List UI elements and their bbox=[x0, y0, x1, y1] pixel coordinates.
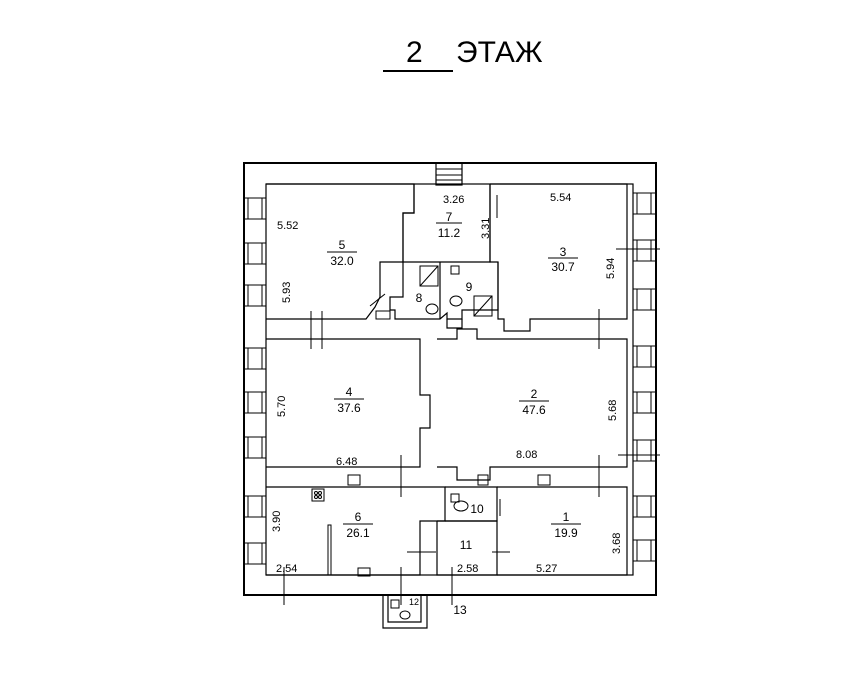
dimension-labels: 5.52 5.93 3.26 3.31 5.54 5.94 5.70 6.48 … bbox=[271, 192, 623, 575]
toilet-icon bbox=[425, 303, 439, 315]
room-1-label: 1 19.9 bbox=[551, 510, 581, 540]
dim-r2-width: 8.08 bbox=[516, 449, 537, 461]
room-3-label: 3 30.7 bbox=[548, 245, 578, 274]
dimension-lines bbox=[283, 195, 660, 605]
room-2-label: 2 47.6 bbox=[519, 387, 549, 417]
svg-text:19.9: 19.9 bbox=[554, 526, 578, 540]
room-5-label: 5 32.0 bbox=[327, 238, 357, 268]
dim-r6-width: 2.54 bbox=[276, 563, 297, 575]
toilet-icon bbox=[449, 295, 463, 307]
svg-text:3: 3 bbox=[560, 245, 567, 259]
dim-r7-height: 3.31 bbox=[480, 218, 492, 239]
dim-r5-width: 5.52 bbox=[277, 220, 298, 232]
svg-text:32.0: 32.0 bbox=[330, 254, 354, 268]
dim-r3-width: 5.54 bbox=[550, 192, 571, 204]
dim-r2-height: 5.68 bbox=[607, 400, 619, 421]
svg-text:7: 7 bbox=[446, 210, 453, 224]
svg-text:2: 2 bbox=[531, 387, 538, 401]
dim-r6-height: 3.90 bbox=[271, 511, 283, 532]
room-4-label: 4 37.6 bbox=[334, 385, 364, 415]
stove-icon bbox=[311, 488, 325, 502]
sink-icon bbox=[477, 474, 489, 486]
dim-r1-height: 3.68 bbox=[611, 533, 623, 554]
dim-r11-width: 2.58 bbox=[457, 563, 478, 575]
fixtures bbox=[311, 265, 551, 620]
room-labels: 5 32.0 7 11.2 3 30.7 4 37.6 2 47.6 6 26.… bbox=[327, 210, 581, 617]
svg-text:6: 6 bbox=[355, 510, 362, 524]
room-12-label: 12 bbox=[409, 597, 419, 607]
floor-number: 2 bbox=[406, 36, 423, 69]
floor-label: ЭТАЖ bbox=[456, 36, 543, 69]
partition-icon bbox=[327, 524, 332, 576]
dim-r4-height: 5.70 bbox=[276, 396, 288, 417]
svg-text:4: 4 bbox=[346, 385, 353, 399]
svg-text:47.6: 47.6 bbox=[522, 403, 546, 417]
room-11-label: 11 bbox=[460, 538, 473, 552]
svg-text:11.2: 11.2 bbox=[438, 226, 461, 240]
room-6-label: 6 26.1 bbox=[343, 510, 373, 540]
sink-icon bbox=[347, 474, 361, 486]
dim-r3-height: 5.94 bbox=[605, 258, 617, 279]
dim-r4-width: 6.48 bbox=[336, 456, 357, 468]
svg-text:26.1: 26.1 bbox=[346, 526, 370, 540]
svg-text:1: 1 bbox=[563, 510, 570, 524]
windows-left bbox=[244, 197, 266, 565]
dim-r5-height: 5.93 bbox=[281, 282, 293, 303]
room-13-label: 13 bbox=[453, 603, 467, 617]
sink-icon bbox=[537, 474, 551, 486]
toilet-icon bbox=[453, 500, 469, 512]
svg-text:37.6: 37.6 bbox=[337, 401, 361, 415]
dim-r1-width: 5.27 bbox=[536, 563, 557, 575]
dim-r7-width: 3.26 bbox=[443, 194, 464, 206]
floor-title: 2 ЭТАЖ bbox=[383, 36, 543, 72]
windows-right bbox=[633, 192, 656, 562]
shower-icon bbox=[473, 295, 493, 317]
svg-text:5: 5 bbox=[339, 238, 346, 252]
sink-icon bbox=[375, 310, 391, 320]
room-9-label: 9 bbox=[466, 280, 473, 294]
room-7-label: 7 11.2 bbox=[436, 210, 462, 240]
toilet-icon bbox=[399, 610, 411, 620]
sink-icon bbox=[357, 567, 371, 577]
shower-icon bbox=[419, 265, 439, 287]
room-8-label: 8 bbox=[416, 291, 423, 305]
room-10-label: 10 bbox=[470, 502, 484, 516]
interior-walls bbox=[266, 183, 628, 629]
svg-text:30.7: 30.7 bbox=[551, 260, 575, 274]
